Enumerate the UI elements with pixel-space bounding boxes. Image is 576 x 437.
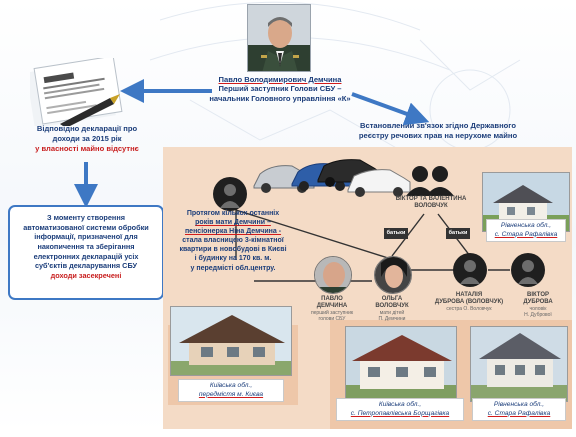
caption-kyiv-left-1: Київська обл., — [209, 382, 253, 389]
viktor-sub: чоловік Н. Дубрової — [524, 306, 552, 318]
car-white — [347, 169, 411, 197]
secret-income-info-box: З моменту створення автоматизованої сист… — [8, 205, 164, 300]
declaration-note-line2: доходи за 2015 рік — [52, 133, 122, 143]
caption-rivne-top-1: Рівненська обл., — [500, 222, 552, 229]
panel-text-2: років мати Демчини – — [195, 219, 271, 227]
caption-rivne-top: Рівненська обл., с. Стара Рафалівка — [486, 219, 566, 243]
natalia-name: НАТАЛІЯ ДУБРОВА (ВОЛОВЧУК) — [434, 292, 504, 305]
declaration-document-image — [26, 55, 126, 128]
natalia-sub: сестра О. Воловчук — [446, 306, 492, 312]
olga-volovchuk-photo — [374, 256, 412, 294]
official-title-2: начальник Головного управління «К» — [209, 93, 351, 103]
registry-note-line1: Встановлений зв'язок згідно Державного — [360, 121, 516, 130]
natalia-silhouette — [453, 253, 487, 287]
parents-tag-left: батьки — [384, 228, 408, 239]
declaration-note-line1: Відповідно декларації про — [36, 124, 138, 133]
declaration-note: Відповідно декларації про доходи за 2015… — [20, 124, 154, 154]
cars-illustration — [253, 159, 411, 197]
pavlo-name: ПАВЛО ДЕМЧИНА — [316, 296, 348, 309]
olga-sub: мати дітей П. Демчини — [378, 310, 406, 322]
viktor-silhouette — [511, 253, 545, 287]
olga-name: ОЛЬГА ВОЛОВЧУК — [375, 296, 409, 309]
parents-tag-right: батьки — [446, 228, 470, 239]
caption-rivne-bottom: Рівненська обл., с. Стара Рафалівка — [472, 398, 566, 422]
info-line-red: доходи засекречені — [50, 270, 122, 280]
info-line-1: З моменту створення — [46, 213, 126, 222]
info-line-6: суб'єктів декларування СБУ — [34, 261, 138, 271]
panel-text-1: Протягом кількох останніх — [186, 210, 280, 217]
official-name: Павло Володимирович Демчина — [218, 75, 342, 84]
caption-rivne-bottom-1: Рівненська обл., — [493, 401, 545, 408]
official-portrait — [247, 4, 311, 72]
registry-note: Встановлений зв'язок згідно Державного р… — [338, 121, 538, 141]
arrow-to-registry — [351, 92, 430, 126]
parents-name: ВІКТОР ТА ВАЛЕНТИНА ВОЛОВЧУК — [395, 196, 467, 209]
parents-silhouette — [406, 166, 454, 196]
panel-text-3: пенсіонерка Ніна Демчина - — [184, 228, 282, 236]
info-line-5: електронних декларацій усіх — [33, 251, 139, 261]
caption-kyiv-bottom-1: Київська обл., — [378, 401, 422, 408]
info-line-2: автоматизованої системи обробки — [23, 222, 149, 232]
panel-text-5: квартири в новобудові в Києві — [179, 246, 287, 254]
info-line-4: накопичення та зберігання — [37, 241, 135, 251]
panel-text-6: і будинку на 170 кв. м. — [194, 255, 272, 263]
panel-description: Протягом кількох останніх років мати Дем… — [173, 209, 293, 273]
pavlo-sub: перший заступник голови СБУ — [310, 310, 354, 322]
pavlo-demchyna-photo — [314, 256, 352, 294]
caption-kyiv-left: Київська обл., передмістя м. Києва — [178, 379, 284, 403]
panel-text-4: стала власницею 3-кімнатної — [182, 237, 284, 245]
house-photo-rivne-bottom — [470, 326, 568, 402]
unknown-person-silhouette — [213, 177, 247, 211]
declaration-note-red: у власності майно відсутнє — [35, 143, 139, 153]
panel-text-7: у передмісті обл.центру. — [190, 264, 276, 272]
house-photo-petropavlivska — [345, 326, 457, 402]
caption-kyiv-bottom: Київська обл., с. Петропавлівська Борщаг… — [336, 398, 464, 422]
info-line-3: інформації, призначеної для — [34, 232, 138, 242]
caption-rivne-bottom-2: с. Стара Рафалівка — [487, 409, 551, 417]
official-caption: Павло Володимирович Демчина Перший засту… — [184, 75, 376, 103]
caption-kyiv-left-2: передмістя м. Києва — [198, 390, 264, 398]
house-photo-kyiv-suburb — [170, 306, 292, 376]
viktor-name: ВІКТОР ДУБРОВА — [523, 292, 553, 305]
caption-kyiv-bottom-2: с. Петропавлівська Борщагівка — [350, 409, 450, 417]
official-title-1: Перший заступник Голови СБУ – — [218, 84, 342, 94]
registry-note-line2: реєстру речових прав на нерухоме майно — [358, 130, 518, 140]
caption-rivne-top-2: с. Стара Рафалівка — [494, 230, 558, 238]
